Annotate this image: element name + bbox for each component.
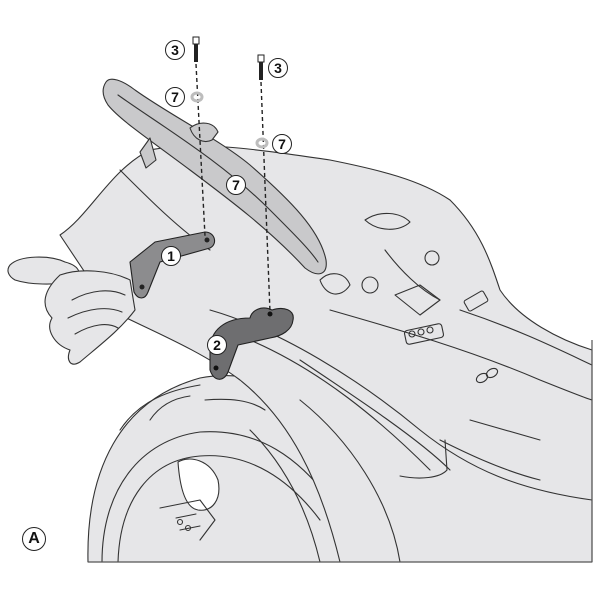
view-label: A <box>22 527 46 551</box>
callout-washer-right: 7 <box>272 134 292 154</box>
grab-rail <box>102 78 327 275</box>
callout-washer-left: 7 <box>165 87 185 107</box>
callout-bracket-1: 1 <box>161 246 181 266</box>
callout-bolt-left: 3 <box>165 40 185 60</box>
bracket-2 <box>209 307 294 380</box>
bracket-1 <box>129 231 216 299</box>
callout-grab-rail: 7 <box>226 175 246 195</box>
fastener-right <box>255 54 271 313</box>
callout-bolt-right: 3 <box>268 58 288 78</box>
callout-bracket-2: 2 <box>207 335 227 355</box>
fastener-left <box>190 36 206 237</box>
tail-light-assembly <box>7 256 136 365</box>
